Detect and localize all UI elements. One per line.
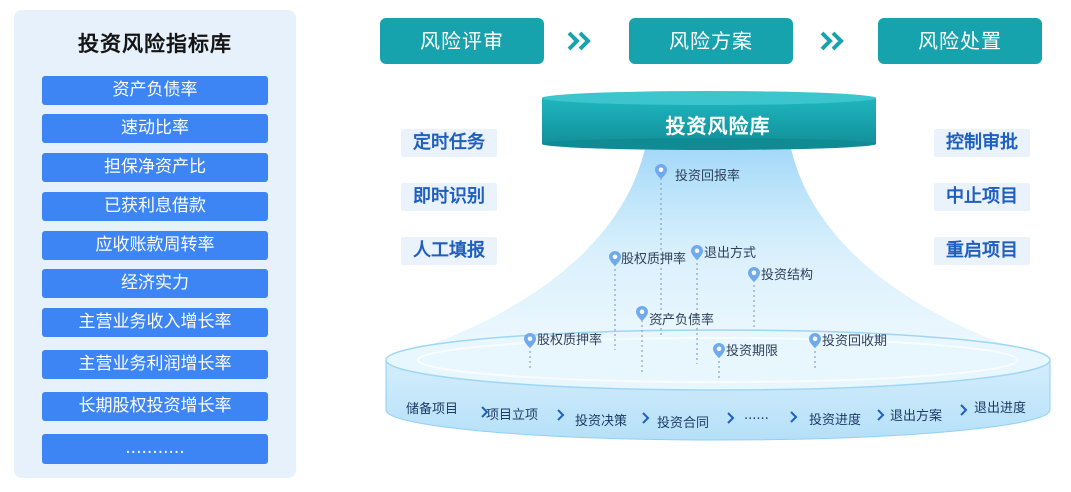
stage-arrows bbox=[481, 404, 968, 424]
location-pin-icon bbox=[748, 267, 760, 282]
indicator-item[interactable]: 担保净资产比 bbox=[42, 153, 268, 182]
chevron-right-icon bbox=[557, 409, 565, 421]
indicator-item[interactable]: 主营业务收入增长率 bbox=[42, 308, 268, 337]
stage-investment-decision: 投资决策 bbox=[575, 414, 628, 429]
pin-label-debt-ratio: 资产负债率 bbox=[649, 313, 715, 328]
stage-ellipsis: ...... bbox=[744, 408, 769, 423]
risk-library-label: 投资风险库 bbox=[665, 114, 771, 138]
risk-funnel-diagram: 投资风险库 投资回报率 股权质押率 退出方式 投资结构 资产负债率 股权质押率 … bbox=[378, 80, 1058, 450]
funnel-graphic bbox=[385, 91, 1051, 441]
location-pin-icon bbox=[713, 343, 725, 358]
chevron-right-icon bbox=[727, 412, 735, 424]
chevron-right-icon bbox=[481, 406, 489, 418]
pin-label-payback-period: 投资回收期 bbox=[822, 334, 888, 349]
location-pin-icon bbox=[636, 306, 648, 321]
location-pin-icon bbox=[524, 333, 536, 348]
label-scheduled-task: 定时任务 bbox=[401, 129, 497, 157]
indicator-item-more[interactable]: ........... bbox=[42, 434, 268, 464]
indicator-panel: 投资风险指标库 资产负债率 速动比率 担保净资产比 已获利息借款 应收账款周转率… bbox=[14, 10, 296, 478]
indicator-item[interactable]: 已获利息借款 bbox=[42, 192, 268, 221]
pin-label-investment-structure: 投资结构 bbox=[761, 268, 814, 283]
label-instant-identify: 即时识别 bbox=[401, 183, 497, 211]
location-pin-icon bbox=[809, 333, 821, 348]
chevron-double-right-icon bbox=[567, 31, 591, 51]
indicator-item[interactable]: 经济实力 bbox=[42, 269, 268, 298]
stage-investment-progress: 投资进度 bbox=[809, 413, 862, 428]
pin-label-equity-pledge-rate-2: 股权质押率 bbox=[537, 333, 603, 348]
stage-exit-progress: 退出进度 bbox=[974, 401, 1027, 416]
label-suspend-project: 中止项目 bbox=[934, 183, 1030, 211]
step-risk-handling[interactable]: 风险处置 bbox=[878, 18, 1042, 64]
label-restart-project: 重启项目 bbox=[934, 237, 1030, 265]
label-manual-report: 人工填报 bbox=[401, 237, 497, 265]
stage-investment-contract: 投资合同 bbox=[657, 416, 710, 431]
stage-project-approval: 项目立项 bbox=[486, 408, 539, 423]
chevron-right-icon bbox=[642, 412, 650, 424]
stage-reserve-project: 储备项目 bbox=[406, 402, 459, 417]
indicator-item[interactable]: 速动比率 bbox=[42, 114, 268, 143]
label-control-approval: 控制审批 bbox=[934, 129, 1030, 157]
indicator-item[interactable]: 主营业务利润增长率 bbox=[42, 350, 268, 379]
indicator-item[interactable]: 长期股权投资增长率 bbox=[42, 392, 268, 421]
panel-title: 投资风险指标库 bbox=[78, 32, 232, 56]
step-risk-review[interactable]: 风险评审 bbox=[380, 18, 544, 64]
stage-exit-plan: 退出方案 bbox=[890, 409, 943, 424]
chevron-double-right-icon bbox=[820, 31, 844, 51]
location-pin-icon bbox=[691, 245, 703, 260]
pin-label-exit-method: 退出方式 bbox=[704, 246, 757, 261]
step-risk-plan[interactable]: 风险方案 bbox=[629, 18, 793, 64]
indicator-item[interactable]: 资产负债率 bbox=[42, 76, 268, 105]
location-pin-icon bbox=[609, 251, 621, 266]
pin-drop-lines bbox=[529, 178, 816, 380]
chevron-right-icon bbox=[790, 411, 798, 423]
chevron-right-icon bbox=[960, 404, 968, 416]
chevron-right-icon bbox=[877, 409, 885, 421]
pin-label-return-rate: 投资回报率 bbox=[675, 169, 741, 184]
pin-label-investment-term: 投资期限 bbox=[726, 344, 779, 359]
pin-label-equity-pledge-rate: 股权质押率 bbox=[621, 252, 687, 267]
indicator-item[interactable]: 应收账款周转率 bbox=[42, 231, 268, 260]
location-pin-icon bbox=[655, 164, 667, 179]
